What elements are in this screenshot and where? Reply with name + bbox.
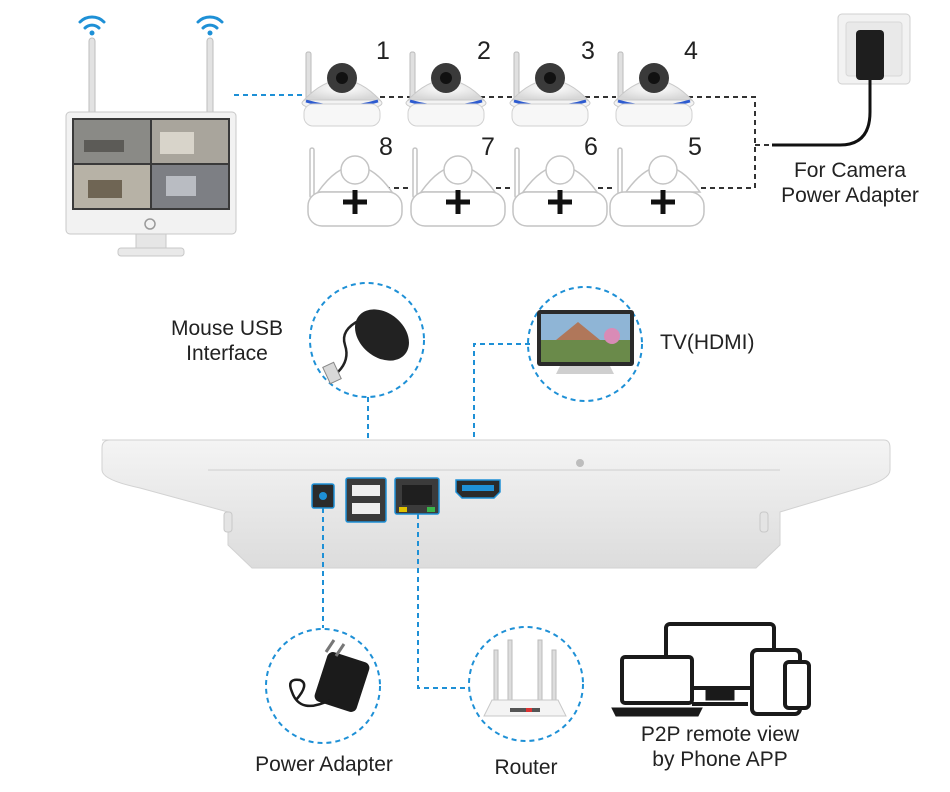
- camera-link-lines: [234, 94, 772, 189]
- camera-label-2: 2: [477, 37, 491, 65]
- camera-label-3: 3: [581, 37, 595, 65]
- camera-6: [512, 147, 608, 227]
- camera-3: [509, 51, 591, 127]
- router-icon: [483, 639, 567, 717]
- camera-label-6: 6: [584, 133, 598, 161]
- wifi-icon-left: [78, 15, 106, 36]
- remote-view-label-line2: by Phone APP: [652, 748, 788, 771]
- camera-label-1: 1: [376, 37, 390, 65]
- tv-icon: [537, 310, 634, 374]
- camera-5: [609, 147, 705, 227]
- camera-label-5: 5: [688, 133, 702, 161]
- mouse-label: Mouse USB Interface: [160, 316, 294, 366]
- mouse-icon: [322, 309, 409, 385]
- remote-view-label: P2P remote view by Phone APP: [610, 722, 830, 772]
- camera-label-7: 7: [481, 133, 495, 161]
- ethernet-port: [394, 477, 440, 515]
- camera-7: [410, 147, 506, 227]
- tv-label: TV(HDMI): [660, 331, 755, 354]
- tv-callout: [527, 286, 643, 402]
- camera-1: [301, 51, 383, 127]
- mouse-label-line1: Mouse USB: [170, 317, 284, 340]
- remote-view-label-line1: P2P remote view: [640, 723, 800, 746]
- power-port: [311, 483, 335, 509]
- router-link-line: [417, 514, 470, 689]
- nvr-back-panel: [101, 439, 891, 569]
- camera-label-8: 8: [379, 133, 393, 161]
- camera-power-label-line2: Power Adapter: [781, 184, 919, 207]
- hdmi-port: [455, 479, 501, 499]
- camera-8: [307, 147, 403, 227]
- camera-label-4: 4: [684, 37, 698, 65]
- power-adapter-label: Power Adapter: [255, 753, 393, 776]
- nvr-monitor: [65, 37, 237, 257]
- usb-port: [345, 477, 387, 523]
- wifi-icon-right: [196, 15, 224, 36]
- remote-devices-icon: [611, 622, 811, 717]
- mouse-callout: [309, 282, 425, 398]
- wall-outlet-icon: [772, 13, 911, 147]
- camera-power-label-line1: For Camera: [793, 159, 907, 182]
- power-adapter-callout: [265, 628, 381, 744]
- mouse-label-line2: Interface: [186, 342, 268, 365]
- tv-link-line: [473, 343, 530, 480]
- camera-4: [613, 51, 695, 127]
- camera-2: [405, 51, 487, 127]
- router-label: Router: [494, 756, 558, 779]
- router-callout: [468, 626, 584, 742]
- power-adapter-icon: [289, 639, 370, 712]
- camera-power-label: For Camera Power Adapter: [760, 158, 940, 208]
